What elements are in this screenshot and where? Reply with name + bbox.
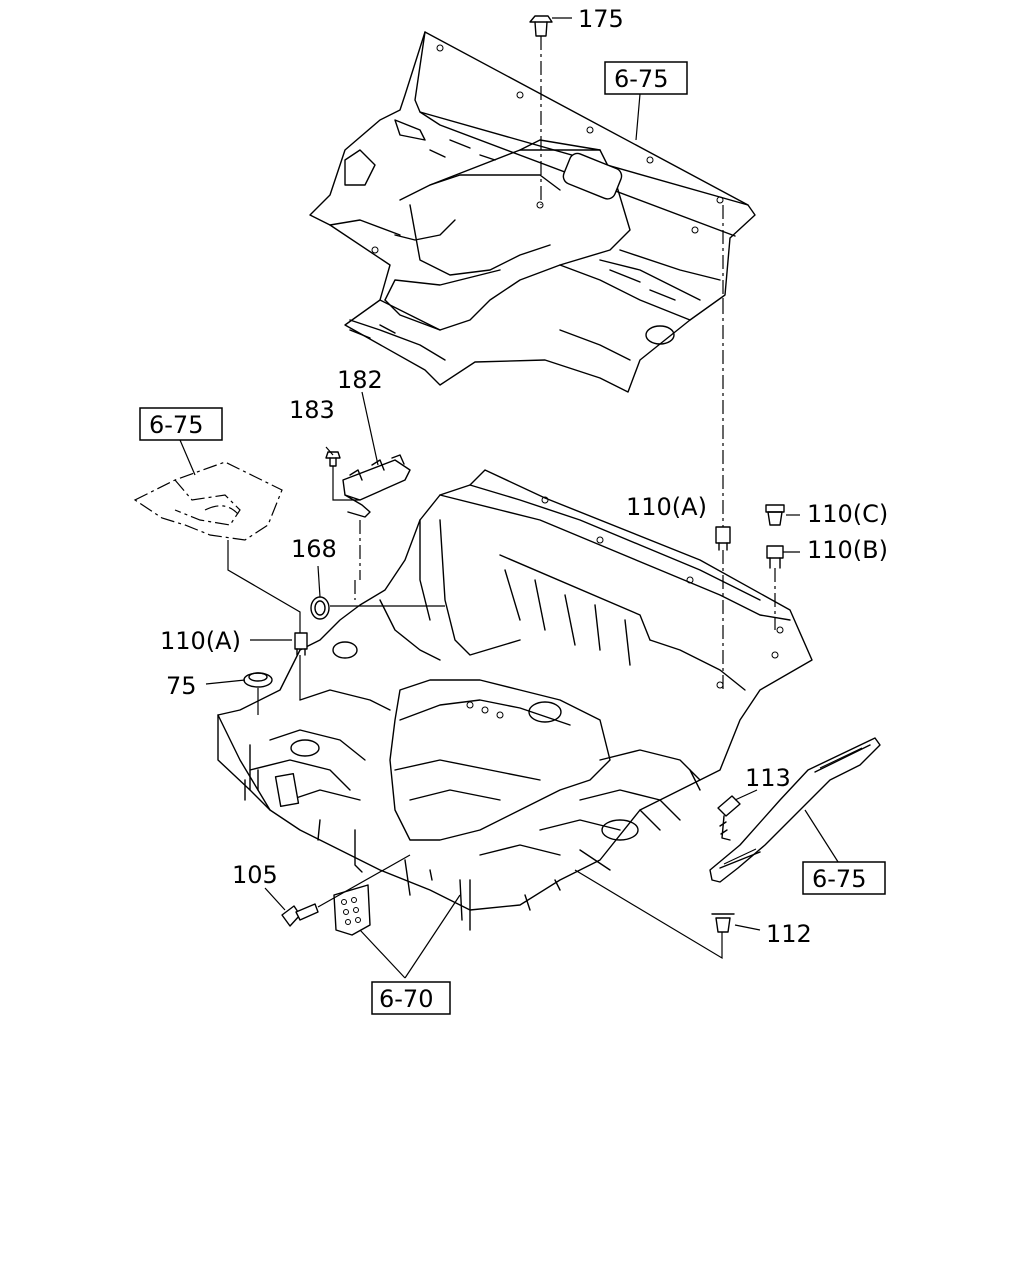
bolt-105 <box>281 903 319 927</box>
ref-box-right <box>802 861 886 895</box>
bolt-110b <box>766 545 784 569</box>
callout-112: 112 <box>766 920 812 948</box>
ref-box-left <box>139 407 223 441</box>
callout-110a-top: 110(A) <box>626 493 707 521</box>
callout-75: 75 <box>166 672 197 700</box>
upper-floor-panel <box>309 31 756 393</box>
callout-182: 182 <box>337 366 383 394</box>
bolt-110a-top <box>715 526 731 551</box>
reinforcement-plate <box>333 884 371 936</box>
fastener-175 <box>529 15 553 37</box>
clip-112 <box>711 913 735 933</box>
ref-label-left: 6-75 <box>149 411 203 439</box>
bolt-110c <box>765 504 785 526</box>
bolt-110a-left <box>294 632 308 656</box>
left-insulator-panel <box>133 461 283 541</box>
ref-box-top <box>604 61 688 95</box>
callout-105: 105 <box>232 861 278 889</box>
plug-75 <box>243 672 273 688</box>
callout-113: 113 <box>745 764 791 792</box>
bracket-182 <box>342 454 411 518</box>
ref-box-bottom <box>371 981 451 1015</box>
ref-label-bottom: 6-70 <box>379 985 433 1013</box>
grommet-168 <box>310 596 330 620</box>
callout-168: 168 <box>291 535 337 563</box>
callout-183: 183 <box>289 396 335 424</box>
side-sill-plate <box>709 737 881 883</box>
leader-lines <box>179 17 841 979</box>
callout-175: 175 <box>578 5 624 33</box>
callout-110b: 110(B) <box>807 536 888 564</box>
ref-label-right: 6-75 <box>812 865 866 893</box>
ref-label-top: 6-75 <box>614 65 668 93</box>
main-floor-assembly <box>217 469 813 931</box>
callout-110a-left: 110(A) <box>160 627 241 655</box>
screw-113 <box>717 795 741 841</box>
callout-110c: 110(C) <box>807 500 888 528</box>
